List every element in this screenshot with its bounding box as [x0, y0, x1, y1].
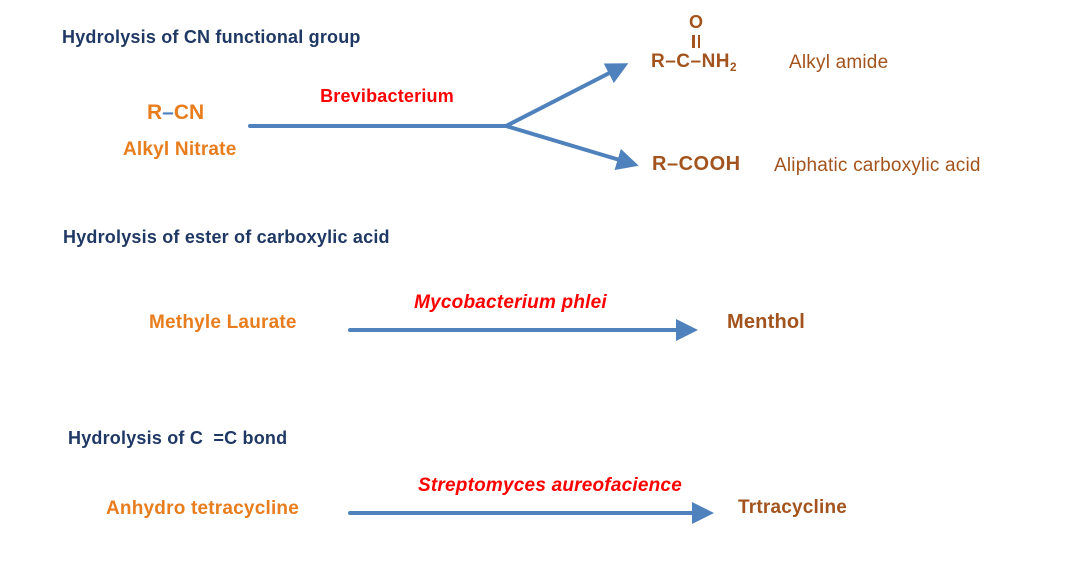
section-title-cn-hydrolysis: Hydrolysis of CN functional group	[62, 27, 361, 47]
formula-r: R	[147, 101, 163, 124]
reactant-name-alkyl-nitrate: Alkyl Nitrate	[123, 139, 237, 160]
single-bond: –	[162, 101, 174, 124]
section-title-cc-bond-hydrolysis: Hydrolysis of C =C bond	[68, 428, 288, 448]
reactant-formula-rcn: R–CN	[147, 101, 204, 125]
product-name-trtracycline: Trtracycline	[738, 497, 848, 518]
amide-subscript: 2	[730, 61, 738, 75]
formula-cn: CN	[173, 101, 205, 124]
product-name-aliphatic-carboxylic-acid: Aliphatic carboxylic acid	[774, 155, 981, 176]
catalyst-streptomyces-aureofacience: Streptomyces aureofacience	[418, 475, 682, 496]
reactant-name-methyle-laurate: Methyle Laurate	[149, 312, 297, 333]
double-bond-icon	[692, 35, 700, 48]
product-name-menthol: Menthol	[727, 311, 806, 333]
catalyst-brevibacterium: Brevibacterium	[320, 86, 454, 106]
formula-rcooh: R–COOH	[652, 153, 741, 175]
product-name-alkyl-amide: Alkyl amide	[789, 52, 889, 73]
reactant-name-anhydro-tetracycline: Anhydro tetracycline	[106, 498, 299, 519]
branch-arrow	[248, 63, 639, 170]
amide-oxygen-atom: O	[689, 12, 704, 32]
catalyst-mycobacterium-phlei: Mycobacterium phlei	[414, 292, 607, 313]
section-title-ester-hydrolysis: Hydrolysis of ester of carboxylic acid	[63, 227, 390, 247]
amide-chain-formula: R–C–NH2	[651, 51, 738, 75]
amide-chain-text: R–C–NH	[651, 51, 731, 72]
